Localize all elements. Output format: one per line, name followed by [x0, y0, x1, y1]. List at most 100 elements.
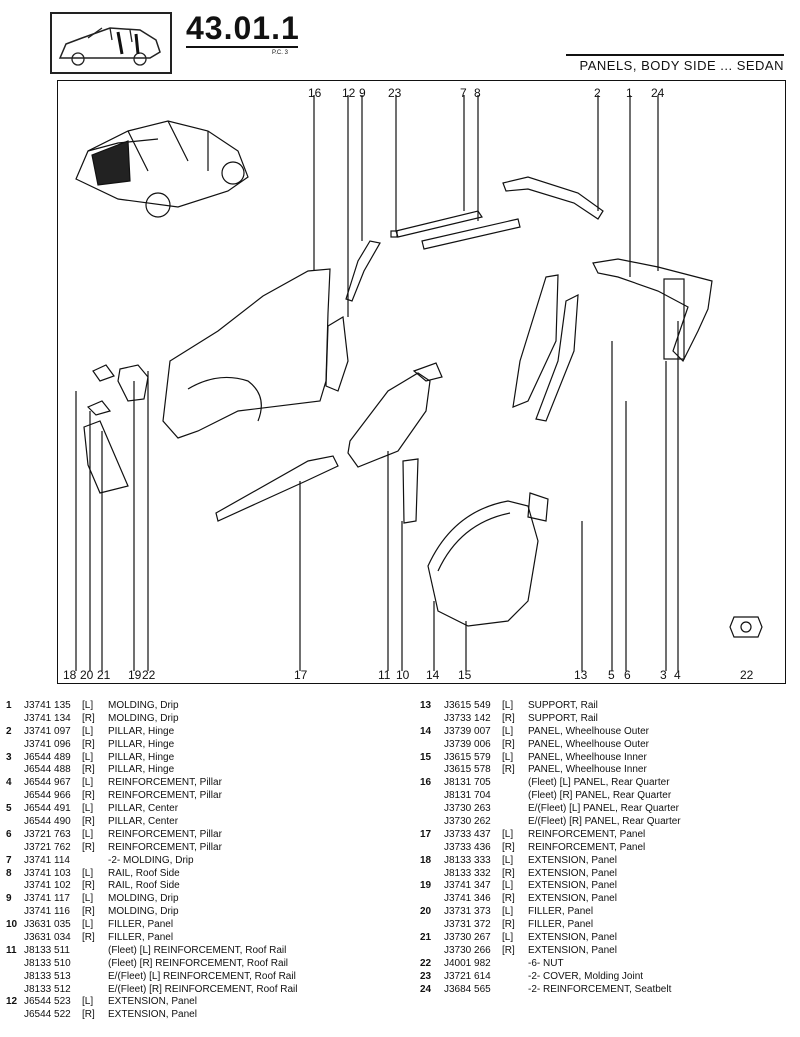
part-side: [R] — [82, 880, 95, 892]
car-thumbnail-icon — [58, 27, 161, 66]
part-description: REINFORCEMENT, Pillar — [108, 790, 222, 802]
part-description: E/(Fleet) [R] PANEL, Rear Quarter — [528, 816, 681, 828]
page-number: 43.01.1 — [186, 10, 300, 46]
callout-7: 7 — [460, 86, 467, 100]
part-ref-number: 2 — [6, 725, 12, 737]
part-side: [L] — [82, 751, 94, 763]
part-ref-number — [6, 842, 24, 855]
part-ref-number — [420, 945, 444, 958]
part-ref-number — [420, 893, 444, 906]
part-side — [82, 984, 108, 997]
part-number: J3741 135 — [24, 700, 71, 711]
part-number: J3741 103 — [24, 867, 71, 879]
part-number: J3739 006 — [444, 738, 491, 750]
part-side: [L] — [82, 893, 94, 905]
parts-row: J6544 488[R]PILLAR, Hinge — [6, 764, 396, 777]
part-ref-number: 9 — [6, 893, 12, 905]
part-number: J3730 267 — [444, 932, 491, 944]
callout-10: 10 — [396, 668, 410, 682]
part-number: J3741 096 — [24, 738, 71, 750]
exploded-parts-diagram: 16 12 9 23 7 8 2 1 24 18 20 21 19 22 17 … — [57, 80, 786, 684]
parts-row: J6544 522[R]EXTENSION, Panel — [6, 1009, 396, 1022]
callout-22b: 22 — [740, 668, 754, 682]
part-description: REINFORCEMENT, Pillar — [108, 777, 222, 789]
part-side: [L] — [82, 996, 94, 1008]
callout-2: 2 — [594, 86, 601, 100]
page-title: PANELS, BODY SIDE ... SEDAN — [579, 58, 784, 73]
part-description: E/(Fleet) [L] PANEL, Rear Quarter — [528, 803, 679, 815]
part-number: J6544 967 — [24, 777, 71, 789]
part-description: -2- REINFORCEMENT, Seatbelt — [528, 983, 672, 995]
part-ref-number — [6, 971, 24, 984]
part-number: J3741 102 — [24, 880, 71, 892]
part-number: J8133 510 — [24, 957, 71, 969]
part-side: [R] — [82, 1009, 95, 1021]
part-description: FILLER, Panel — [528, 919, 594, 931]
callout-3: 3 — [660, 668, 667, 682]
part-number: J3741 117 — [24, 893, 70, 905]
callout-16: 16 — [308, 86, 322, 100]
part-side: [L] — [82, 777, 94, 789]
part-side: [L] — [502, 828, 514, 840]
part-ref-number — [6, 739, 24, 752]
part-number: J3741 347 — [444, 880, 491, 892]
part-side: [R] — [82, 738, 95, 750]
part-ref-number — [420, 868, 444, 881]
part-ref-number — [6, 764, 24, 777]
part-side: [R] — [502, 944, 515, 956]
part-description: PANEL, Wheelhouse Inner — [528, 751, 647, 763]
part-number: J3741 097 — [24, 725, 71, 737]
parts-row: J3615 578[R]PANEL, Wheelhouse Inner — [420, 764, 790, 777]
parts-row: J3631 034[R]FILLER, Panel — [6, 932, 396, 945]
part-side: [R] — [82, 764, 95, 776]
part-number: J6544 491 — [24, 803, 71, 815]
part-number: J3741 134 — [24, 712, 71, 724]
part-side: [R] — [502, 867, 515, 879]
part-side — [502, 984, 528, 997]
part-description: (Fleet) [L] REINFORCEMENT, Roof Rail — [108, 944, 287, 956]
parts-row: J3741 096[R]PILLAR, Hinge — [6, 739, 396, 752]
part-number: J8133 511 — [24, 944, 70, 956]
parts-row: J3730 266[R]EXTENSION, Panel — [420, 945, 790, 958]
part-side: [L] — [502, 725, 514, 737]
part-number: J4001 982 — [444, 957, 491, 969]
part-number: J8133 513 — [24, 970, 71, 982]
part-number: J3741 116 — [24, 906, 70, 918]
part-description: FILLER, Panel — [108, 932, 174, 944]
part-description: (Fleet) [R] REINFORCEMENT, Roof Rail — [108, 957, 289, 969]
part-side: [R] — [502, 712, 515, 724]
part-side: [R] — [82, 816, 95, 828]
part-ref-number — [6, 790, 24, 803]
parts-illustration — [75, 95, 763, 671]
part-ref-number: 20 — [420, 906, 432, 918]
part-description: -2- COVER, Molding Joint — [528, 970, 644, 982]
part-description: E/(Fleet) [L] REINFORCEMENT, Roof Rail — [108, 970, 296, 982]
part-ref-number: 16 — [420, 777, 432, 789]
part-ref-number — [6, 1009, 24, 1022]
part-ref-number — [420, 816, 444, 829]
part-number: J3631 035 — [24, 919, 71, 931]
part-number: J6544 489 — [24, 751, 71, 763]
callout-17: 17 — [294, 668, 308, 682]
part-ref-number — [6, 906, 24, 919]
part-number: J3684 565 — [444, 983, 491, 995]
callout-15: 15 — [458, 668, 472, 682]
part-number: J3730 266 — [444, 944, 491, 956]
part-description: EXTENSION, Panel — [108, 996, 197, 1008]
callout-14: 14 — [426, 668, 440, 682]
